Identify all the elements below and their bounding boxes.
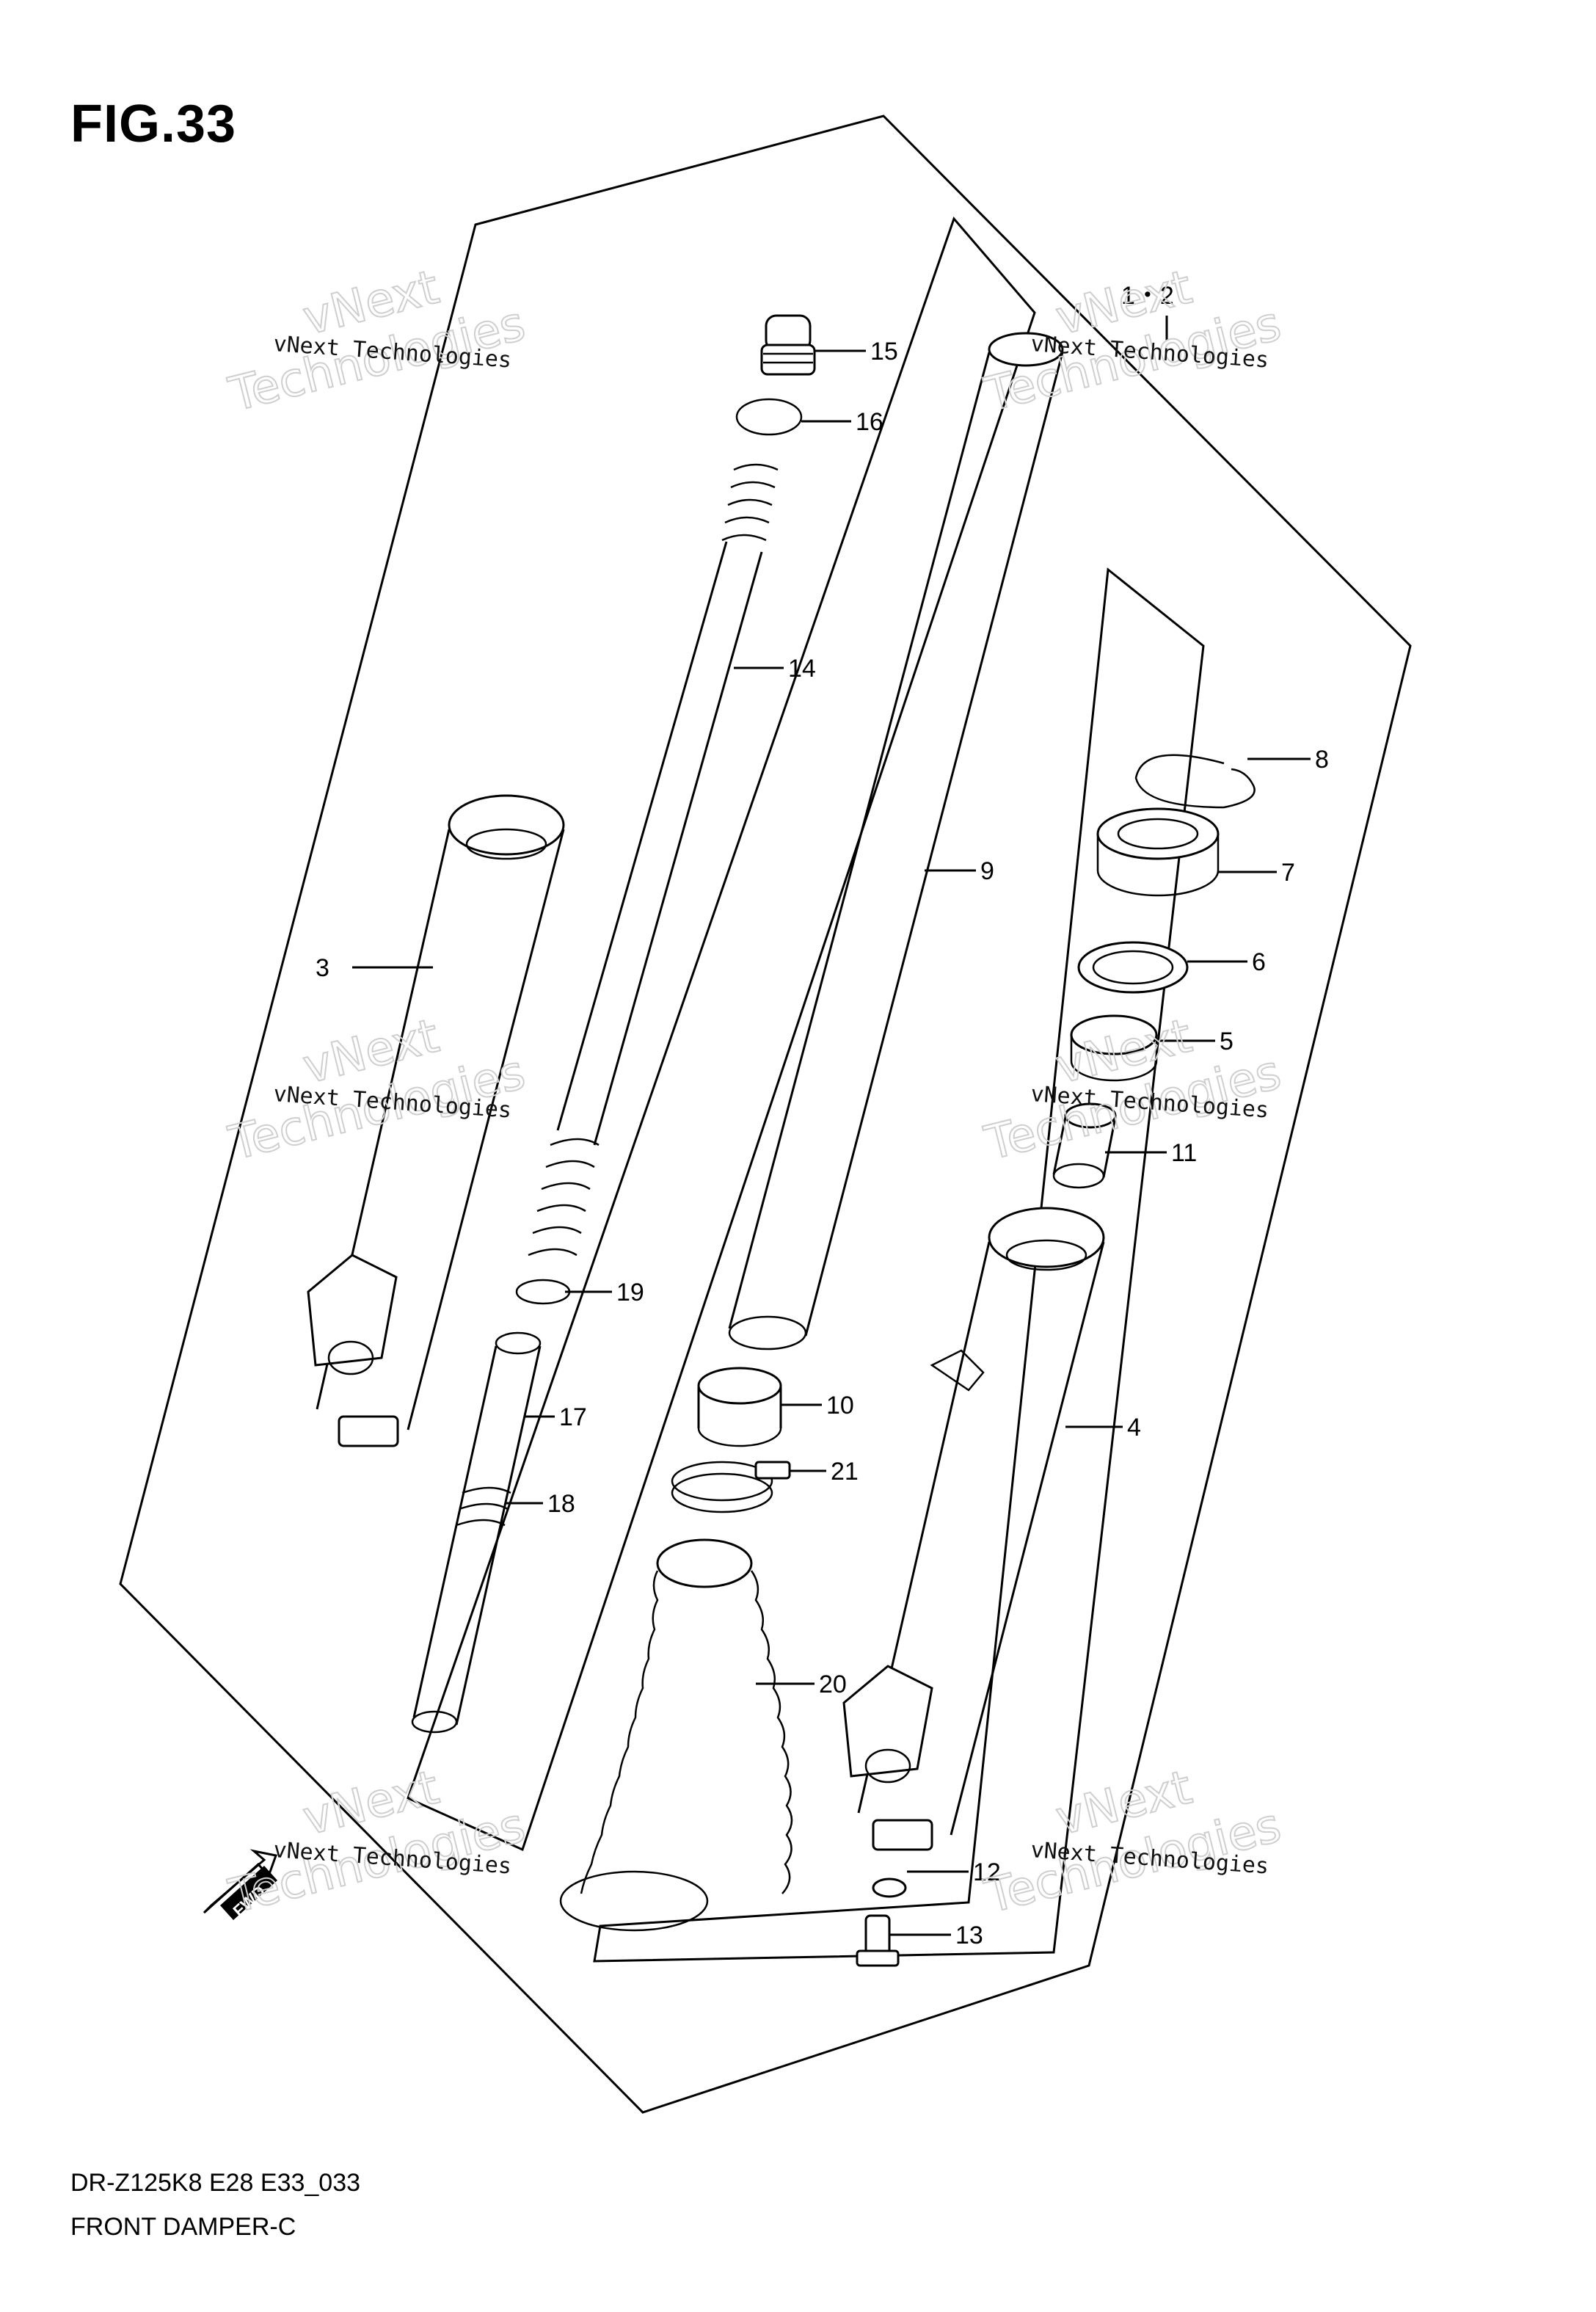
part-10-bushing [697, 1367, 782, 1447]
part-4-right-outer-tube [842, 1207, 1105, 1851]
part-3-left-outer-tube [307, 794, 565, 1447]
part-12-gasket [872, 1877, 907, 1898]
callout-18: 18 [547, 1490, 575, 1518]
callout-6: 6 [1252, 948, 1266, 976]
part-11-oil-lock-piece [1052, 1102, 1117, 1189]
part-20-fork-boot [559, 1538, 793, 1932]
callout-10: 10 [826, 1392, 854, 1419]
right-group-outline [593, 567, 1205, 1963]
callout-21: 21 [831, 1458, 859, 1486]
part-16-o-ring [735, 398, 803, 436]
assembly-outline [119, 114, 1412, 2114]
callout-15: 15 [870, 338, 898, 366]
watermark-top-left: vNext Technologies vNext Technologies [223, 259, 531, 423]
watermark-bottom-left: vNext Technologies vNext Technologies [223, 1759, 531, 1924]
callout-17: 17 [559, 1403, 587, 1431]
callout-8: 8 [1315, 746, 1329, 774]
callout-1-2: 1・2 [1121, 282, 1174, 310]
left-group-outline [407, 217, 1036, 1852]
callout-12: 12 [973, 1858, 1001, 1886]
callout-19: 19 [616, 1279, 644, 1306]
part-17-damper-tube [411, 1331, 542, 1734]
part-15-cap-bolt [760, 314, 816, 376]
figure-name: FRONT DAMPER-C [70, 2213, 296, 2241]
callout-5: 5 [1220, 1028, 1234, 1055]
part-18-tube-spring [456, 1486, 511, 1527]
part-14-damper-rod [556, 463, 779, 1146]
callout-3: 3 [316, 954, 329, 982]
callout-7: 7 [1281, 859, 1295, 887]
callout-14: 14 [788, 655, 816, 683]
callout-9: 9 [980, 857, 994, 885]
part-7-oil-seal [1096, 807, 1220, 897]
part-5-bushing [1070, 1014, 1158, 1082]
leader-lines [352, 316, 1311, 1936]
callout-13: 13 [955, 1922, 983, 1949]
part-21-clamp [671, 1461, 791, 1513]
forward-direction-badge: FWD [203, 1849, 277, 1920]
callout-11: 11 [1171, 1139, 1197, 1167]
part-13-bolt [856, 1914, 900, 1967]
model-code: DR-Z125K8 E28 E33_033 [70, 2169, 361, 2197]
part-6-washer [1077, 941, 1189, 994]
callout-4: 4 [1127, 1414, 1141, 1442]
part-9-inner-tube [728, 332, 1064, 1351]
callout-20: 20 [819, 1671, 847, 1698]
watermark-bottom-right: vNext Technologies vNext Technologies [979, 1759, 1287, 1924]
figure-title: FIG.33 [70, 95, 237, 153]
callout-16: 16 [856, 408, 883, 436]
part-8-circlip [1134, 754, 1256, 809]
watermark-mid-right: vNext Technologies vNext Technologies [979, 1008, 1287, 1171]
